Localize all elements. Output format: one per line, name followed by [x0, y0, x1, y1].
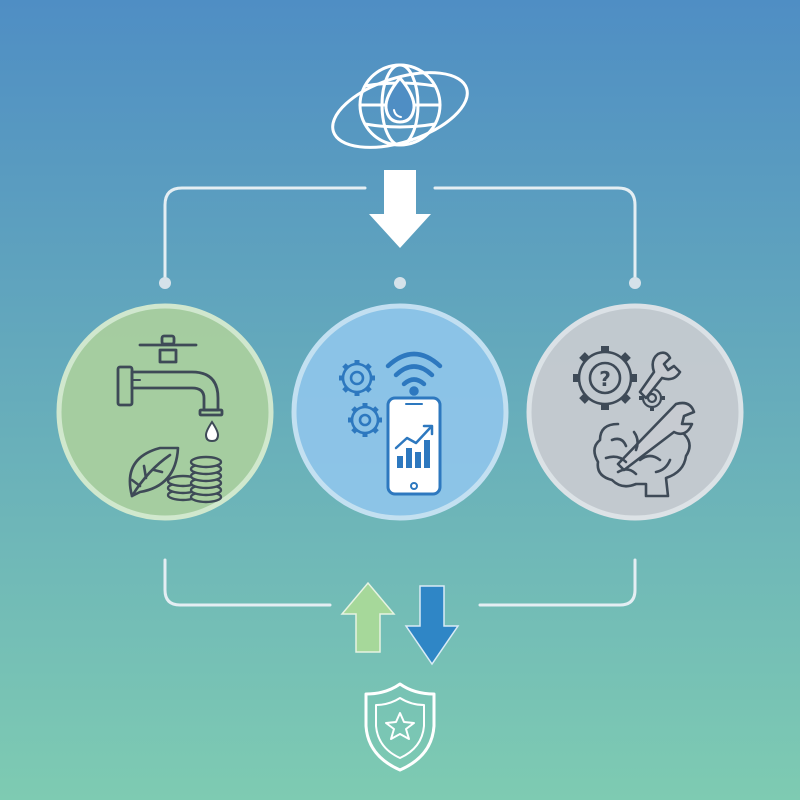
connector-dot-left: [159, 277, 171, 289]
node-digital-technology: [291, 303, 509, 521]
water-drop-icon: [204, 420, 220, 443]
leaf-icon: [128, 446, 180, 498]
node-skills-knowledge: ?: [526, 303, 744, 521]
node-water-economy: [56, 303, 274, 521]
smartphone-icon: [386, 396, 442, 496]
question-gear-icon: [573, 346, 637, 410]
top-connector: [163, 186, 637, 284]
gear-icon: [339, 360, 382, 437]
question-mark-glyph: ?: [599, 367, 611, 391]
coin-stack-icon: [166, 455, 223, 504]
growth-chart-icon: [394, 424, 434, 468]
shield-star-icon: [364, 682, 436, 772]
wrench-icon: [616, 351, 696, 472]
connector-dot-center: [394, 277, 406, 289]
brain-icon: [593, 422, 691, 498]
main-arrow-down-icon: [369, 170, 431, 248]
bottom-connector: [163, 558, 637, 607]
arrow-up-icon: [340, 581, 396, 653]
connector-dot-right: [629, 277, 641, 289]
arrow-down-icon: [404, 585, 460, 666]
globe-water-drop-icon: [331, 63, 469, 149]
water-tap-icon: [116, 334, 224, 417]
wifi-signal-icon: [385, 351, 443, 396]
